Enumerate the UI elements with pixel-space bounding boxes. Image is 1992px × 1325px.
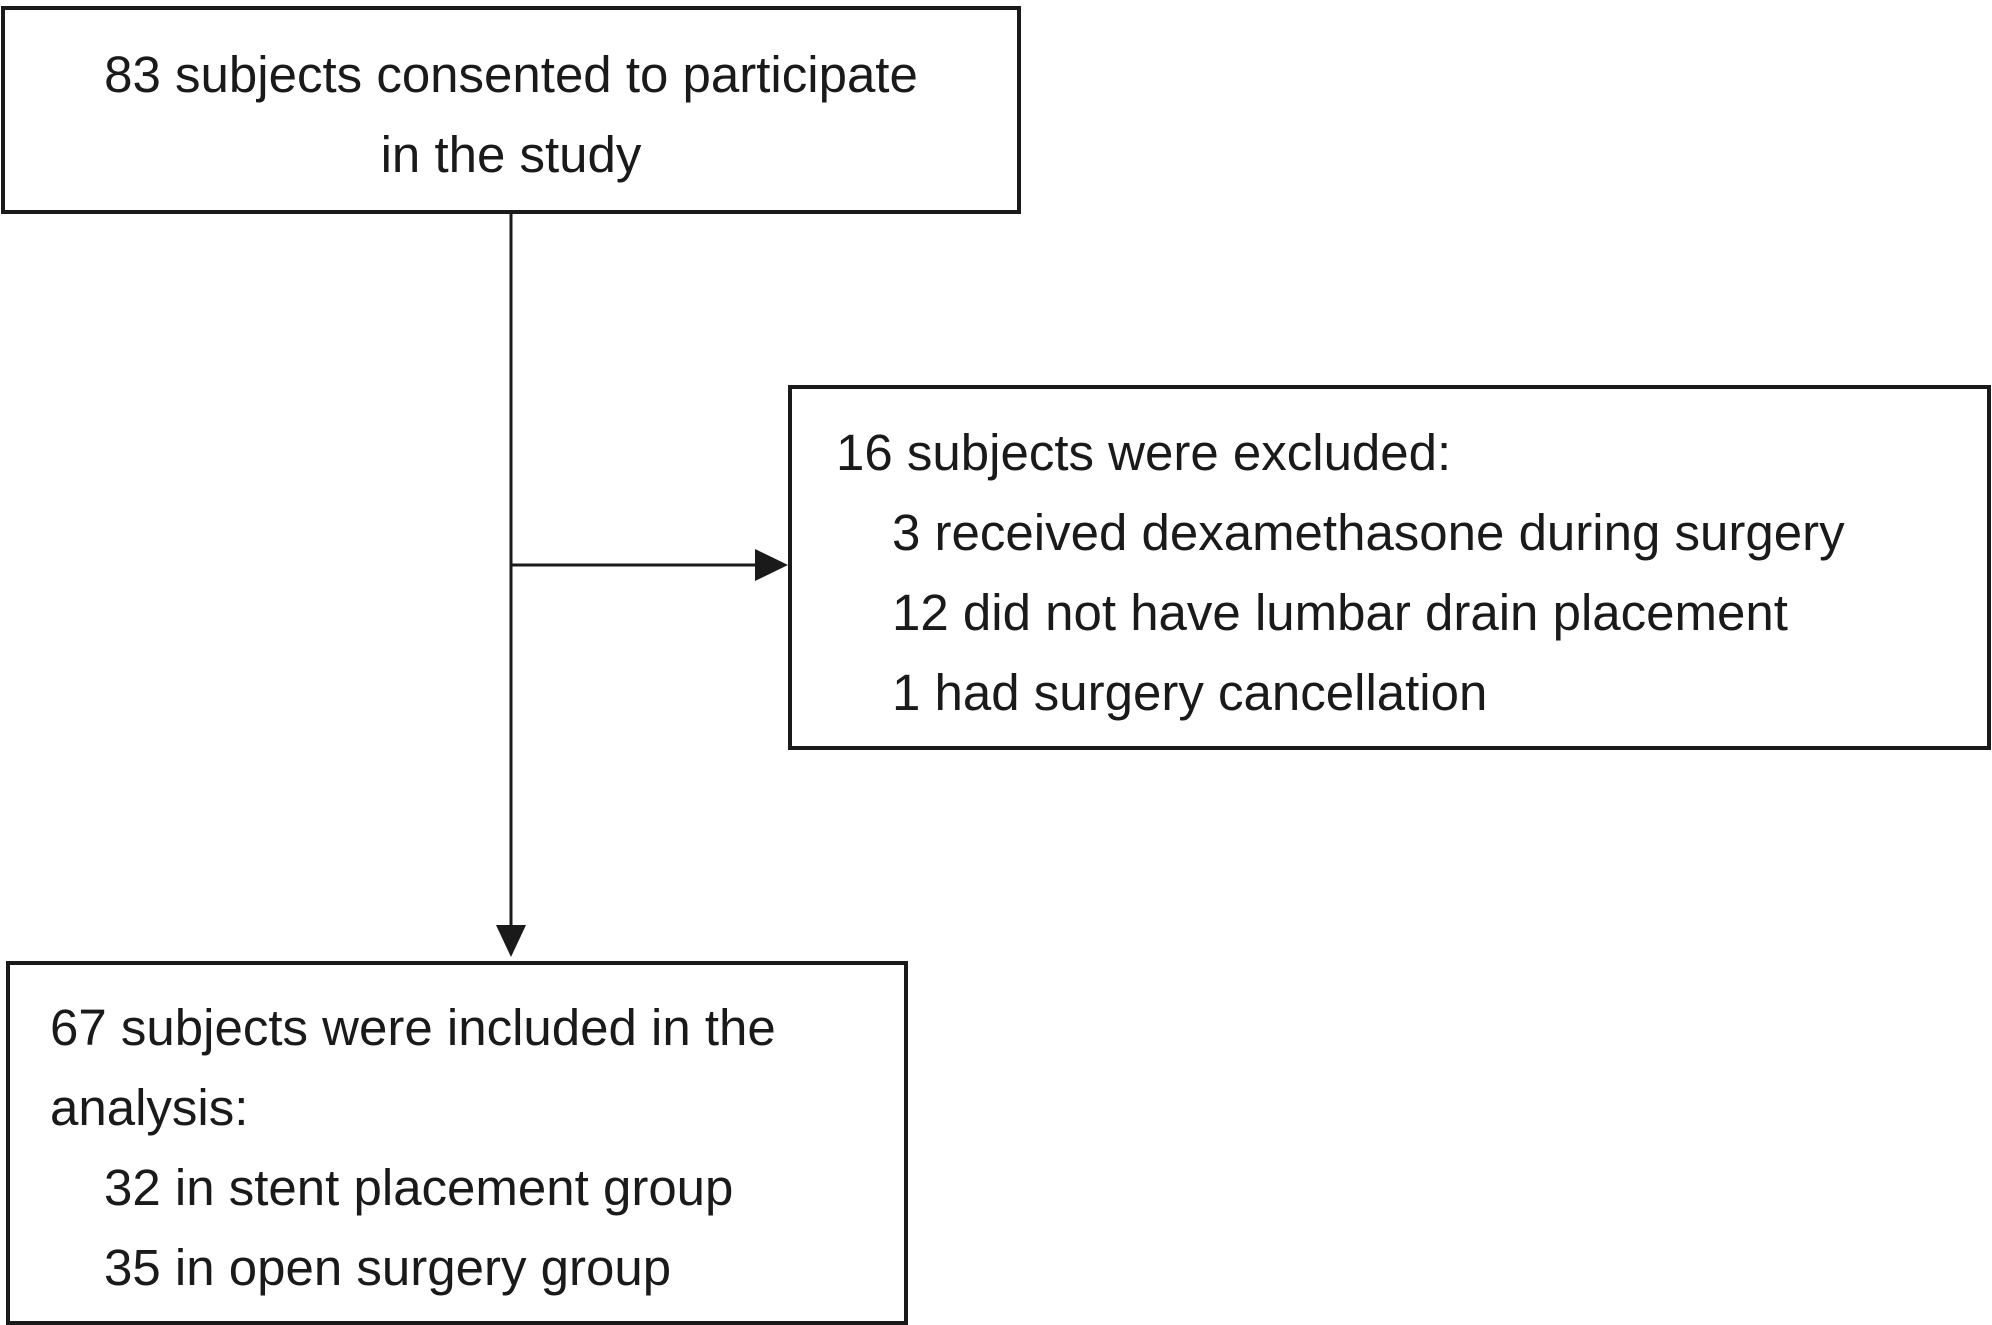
excluded-item-lumbar-drain: 12 did not have lumbar drain placement (892, 584, 1788, 641)
excluded-item-dexamethasone: 3 received dexamethasone during surgery (892, 504, 1845, 561)
excluded-item-cancellation: 1 had surgery cancellation (892, 664, 1488, 721)
excluded-box: 16 subjects were excluded: 3 received de… (788, 385, 1991, 750)
included-item-stent: 32 in stent placement group (104, 1159, 734, 1216)
excluded-heading: 16 subjects were excluded: (836, 424, 1452, 481)
down-arrowhead (496, 925, 526, 957)
included-heading-line-2: analysis: (50, 1079, 249, 1136)
consent-line-2: in the study (380, 126, 642, 183)
included-box: 67 subjects were included in the analysi… (6, 961, 908, 1325)
included-item-open-surgery: 35 in open surgery group (104, 1239, 672, 1296)
right-arrowhead (755, 549, 788, 581)
consent-line-1: 83 subjects consented to participate (104, 46, 918, 103)
included-heading-line-1: 67 subjects were included in the (50, 999, 776, 1056)
consent-box: 83 subjects consented to participate in … (1, 6, 1021, 214)
